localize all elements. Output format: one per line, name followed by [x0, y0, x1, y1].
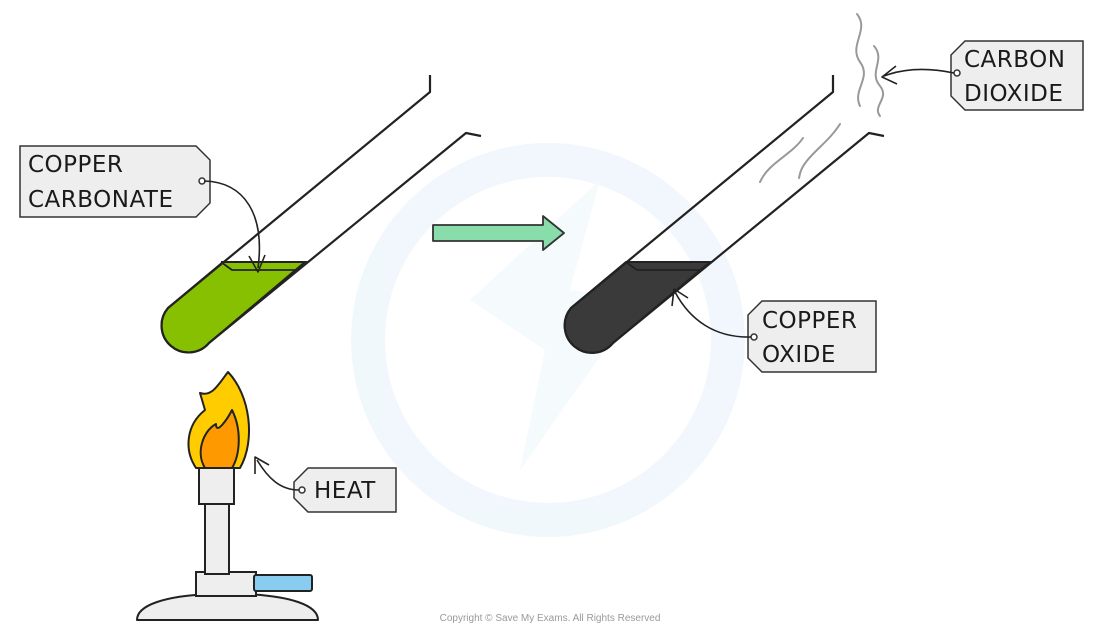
label-copper-carbonate: COPPER CARBONATE	[19, 145, 266, 273]
burner-base	[136, 593, 319, 621]
copper-oxide-solid	[563, 261, 713, 354]
label-carbon-dioxide: CARBON DIOXIDE	[881, 40, 1084, 111]
heat-label: HEAT	[314, 478, 376, 504]
gas-valve	[253, 574, 313, 592]
gas-wisps	[759, 13, 885, 183]
carbon-dioxide-line-2: DIOXIDE	[964, 81, 1063, 107]
copper-oxide-line-1: COPPER	[762, 308, 857, 334]
copper-carbonate-line-2: CARBONATE	[28, 187, 174, 213]
bunsen-burner	[136, 371, 319, 621]
copper-carbonate-solid	[160, 261, 308, 354]
copyright-text: Copyright © Save My Exams. All Rights Re…	[440, 613, 661, 624]
test-tube-left	[160, 75, 482, 354]
watermark-logo	[351, 143, 745, 537]
carbon-dioxide-line-1: CARBON	[964, 47, 1065, 73]
label-heat: HEAT	[254, 456, 397, 513]
flame-inner	[199, 409, 240, 469]
copper-carbonate-line-1: COPPER	[28, 152, 123, 178]
reaction-arrow	[432, 215, 565, 251]
test-tube-right	[563, 75, 885, 354]
label-copper-oxide: COPPER OXIDE	[671, 288, 877, 373]
copper-oxide-line-2: OXIDE	[762, 342, 836, 368]
